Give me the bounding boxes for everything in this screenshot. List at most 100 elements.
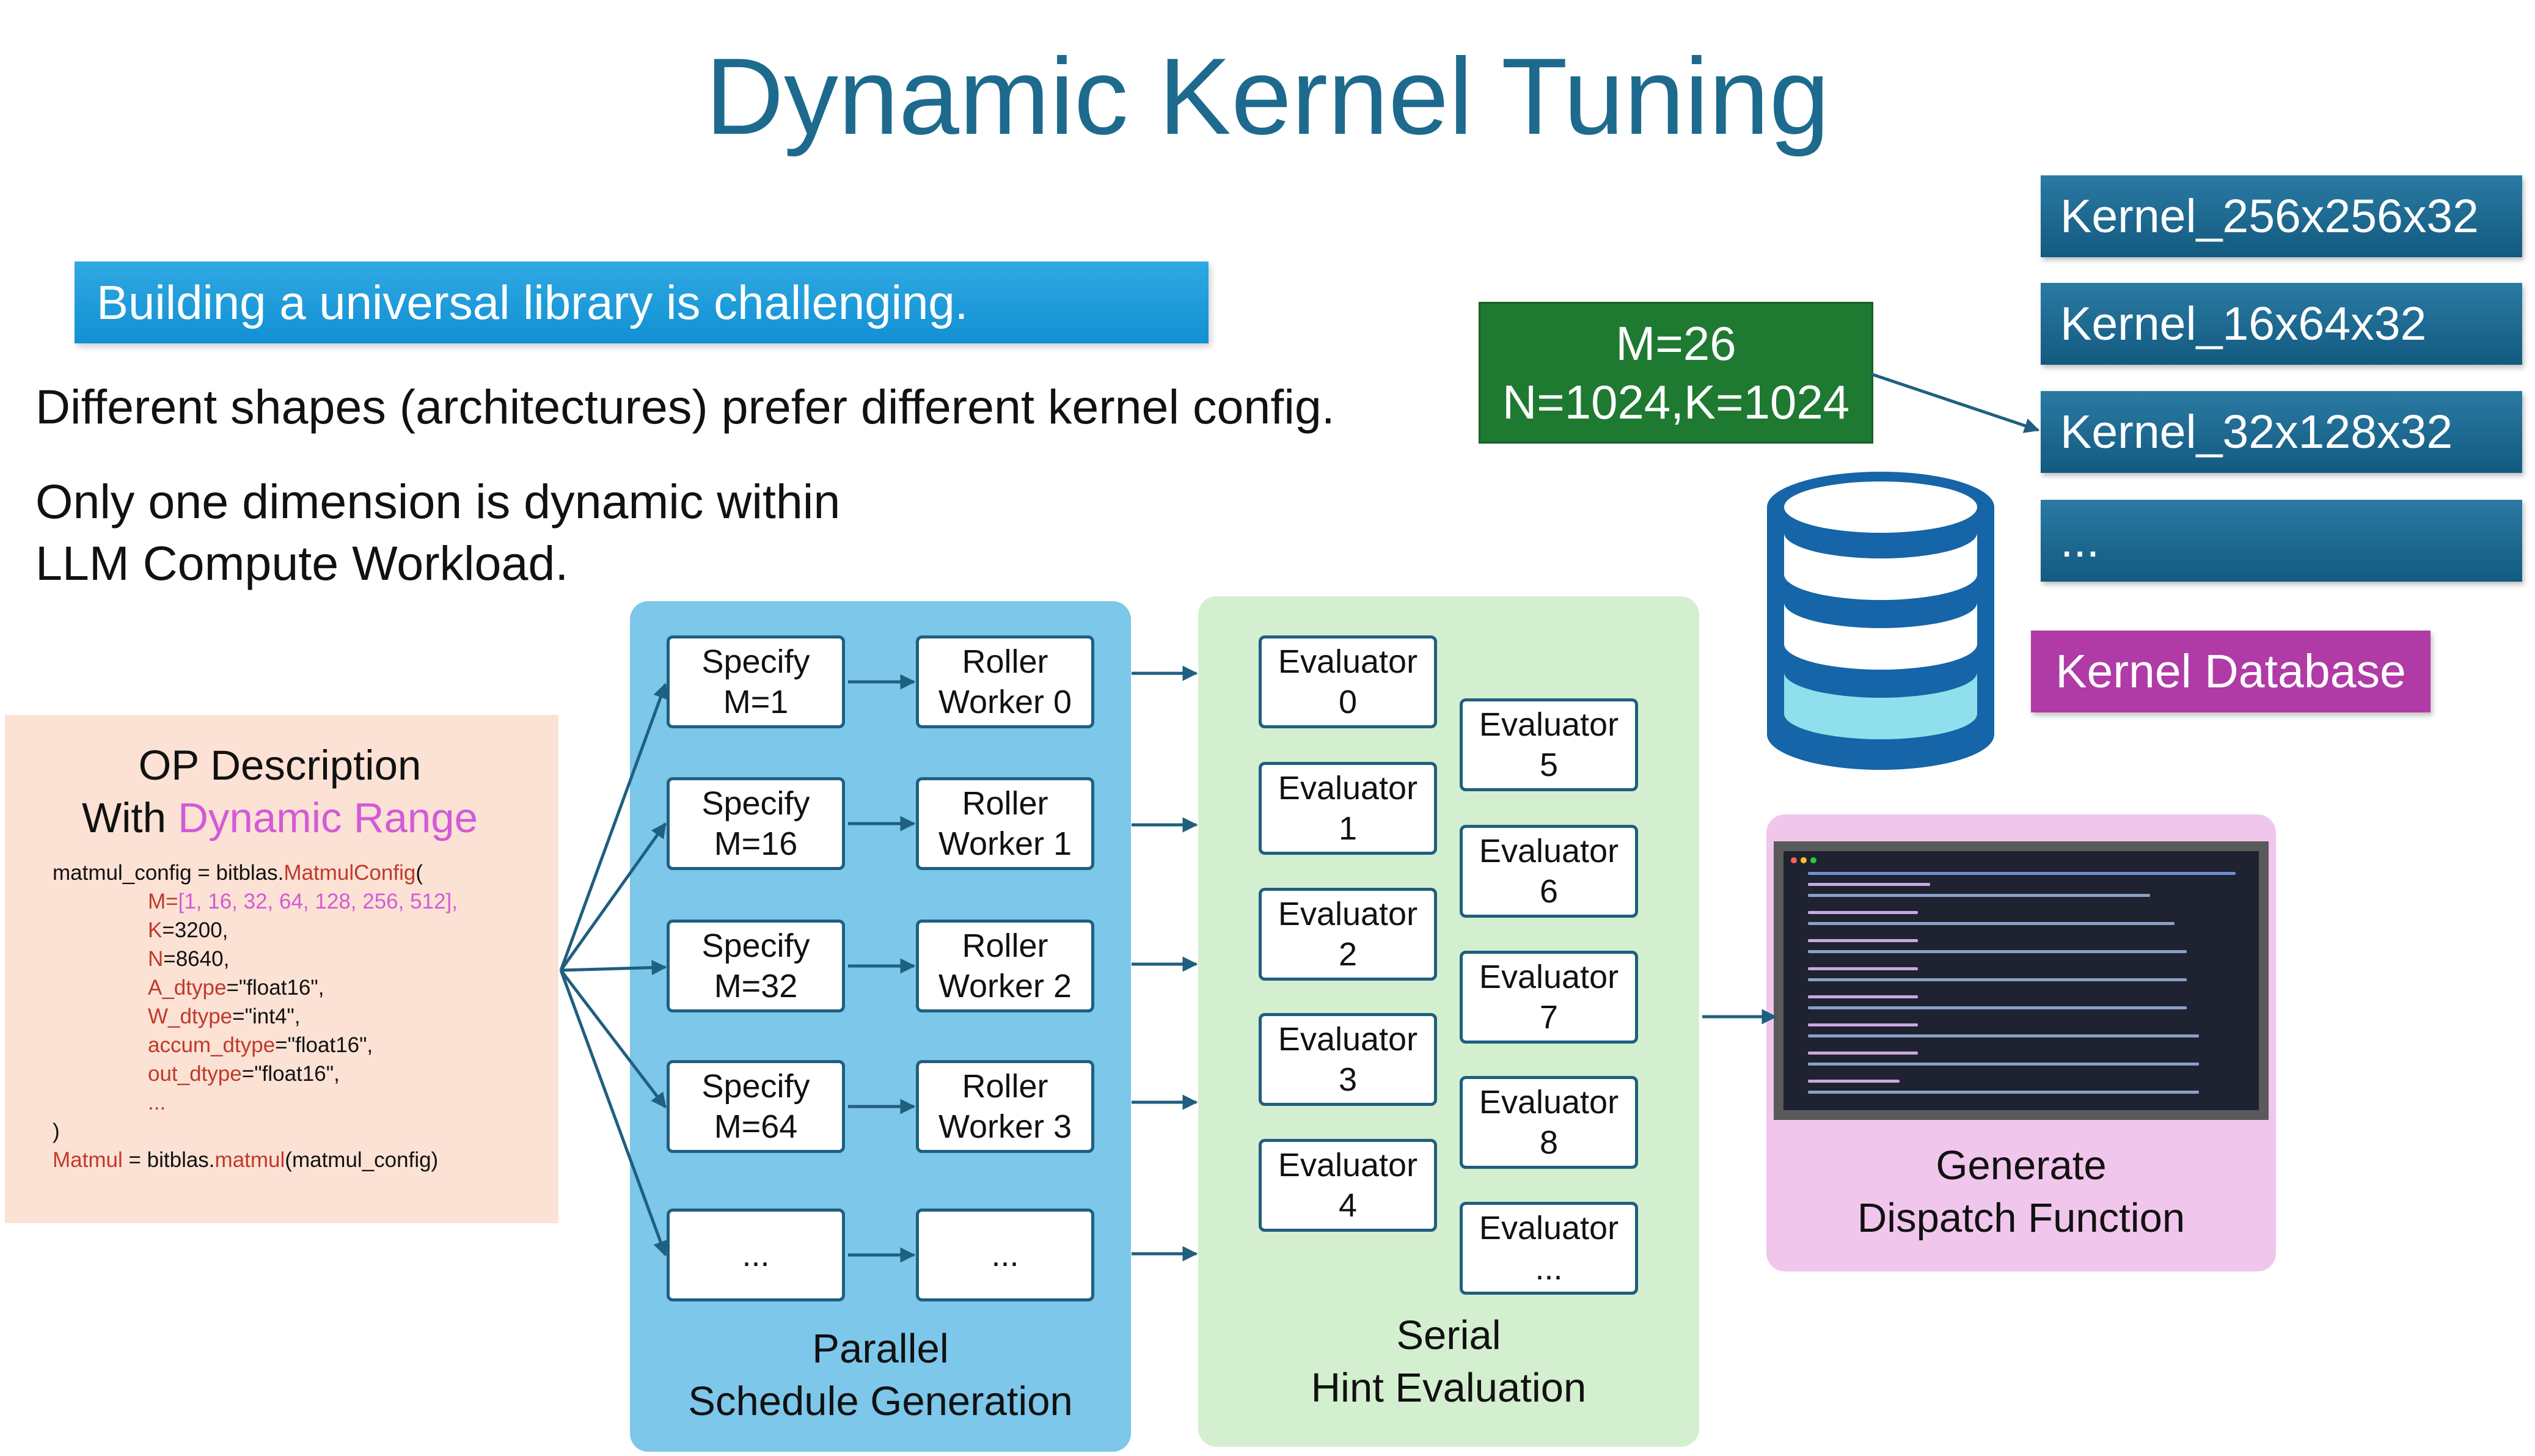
code-line-graphic	[1808, 911, 1918, 914]
code-snippet: matmul_config = bitblas.MatmulConfig( M=…	[53, 858, 458, 1174]
box-label: Roller	[962, 1068, 1048, 1105]
box-label: Specify	[701, 785, 810, 822]
code-line-graphic	[1808, 1006, 2187, 1009]
arrows	[559, 372, 2040, 1263]
evaluator-box: Evaluator...	[1460, 1202, 1638, 1295]
code-token: = bitblas.	[122, 1148, 215, 1172]
fan-arrow	[559, 682, 668, 971]
roller-worker-box: ...	[916, 1209, 1094, 1301]
dispatch-code-screenshot	[1774, 841, 2269, 1120]
code-line-graphic	[1808, 883, 1930, 886]
query-to-kernel-arrow	[1870, 372, 2040, 433]
code-line-graphic	[1808, 1023, 1918, 1026]
dynamic-range-highlight: Dynamic Range	[178, 794, 478, 842]
code-token: (	[415, 861, 423, 885]
op-title-prefix: With	[81, 794, 178, 842]
caption-line: Schedule Generation	[688, 1378, 1073, 1424]
fan-arrow	[560, 960, 667, 976]
dynamic-dimension-line-1: Only one dimension is dynamic within	[35, 474, 841, 529]
code-token: =8640,	[163, 947, 230, 971]
code-line: A_dtype="float16",	[53, 973, 458, 1002]
code-token: W_dtype	[148, 1004, 233, 1028]
caption-line: Parallel	[812, 1326, 949, 1372]
box-label: Specify	[701, 1068, 810, 1105]
box-label: Roller	[962, 643, 1048, 680]
box-label: Evaluator	[1479, 706, 1619, 743]
box-label: Evaluator	[1278, 770, 1418, 807]
code-line-graphic	[1808, 939, 1918, 942]
box-label: 5	[1539, 747, 1559, 783]
code-line-graphic	[1808, 872, 2236, 875]
code-line: )	[53, 1119, 60, 1143]
code-token: K	[148, 918, 163, 942]
page-title: Dynamic Kernel Tuning	[705, 35, 1830, 157]
parallel-schedule-panel	[630, 601, 1131, 1452]
box-label: 2	[1338, 936, 1358, 973]
generate-caption: Generate Dispatch Function	[1766, 1140, 2276, 1245]
box-label: 3	[1338, 1061, 1358, 1098]
dynamic-dimension-line-2: LLM Compute Workload.	[35, 536, 569, 591]
code-line-graphic	[1808, 1080, 1900, 1083]
code-token: (matmul_config)	[285, 1148, 439, 1172]
code-token: Matmul	[53, 1148, 123, 1172]
op-title-line-1: OP Description	[138, 742, 422, 789]
box-label: Evaluator	[1479, 833, 1619, 869]
box-label: Worker 3	[938, 1108, 1072, 1145]
code-token: out_dtype	[148, 1062, 242, 1086]
code-token: ="int4",	[232, 1004, 301, 1028]
code-token: [1, 16, 32, 64, 128, 256, 512],	[178, 890, 458, 913]
evaluator-box: Evaluator 7	[1460, 951, 1638, 1044]
window-minimize-dot	[1801, 857, 1807, 863]
code-line-graphic	[1808, 978, 2187, 981]
query-line: N=1024,K=1024	[1502, 375, 1850, 429]
code-line-graphic	[1808, 1063, 2199, 1066]
op-description-title: OP Description With Dynamic Range	[5, 739, 555, 845]
code-line: W_dtype="int4",	[53, 1002, 458, 1031]
code-line-graphic	[1808, 950, 2187, 953]
box-label: 7	[1539, 999, 1559, 1036]
kernel-entry: ...	[2041, 500, 2522, 582]
box-label: ...	[991, 1237, 1019, 1273]
box-label: 0	[1338, 684, 1358, 720]
code-token: N	[148, 947, 164, 971]
database-icon	[1767, 472, 1994, 770]
code-token: MatmulConfig	[283, 861, 416, 885]
box-label: Evaluator	[1278, 1021, 1418, 1058]
code-line-graphic	[1808, 1091, 2199, 1094]
fan-arrow	[559, 970, 668, 1257]
caption-line: Generate	[1936, 1143, 2107, 1188]
caption-line: Hint Evaluation	[1311, 1365, 1587, 1411]
box-label: M=32	[714, 968, 798, 1004]
box-label: Specify	[701, 927, 810, 964]
code-line-graphic	[1808, 1034, 2199, 1037]
code-token: matmul	[214, 1148, 285, 1172]
parallel-caption: Parallel Schedule Generation	[630, 1323, 1131, 1428]
box-label: 4	[1338, 1187, 1358, 1224]
caption-line: Serial	[1396, 1312, 1501, 1358]
code-line-graphic	[1808, 1052, 1918, 1055]
box-label: Worker 2	[938, 968, 1072, 1004]
specify-box: ...	[667, 1209, 845, 1301]
box-label: Evaluator	[1479, 959, 1619, 995]
code-token: accum_dtype	[148, 1033, 276, 1057]
code-line: ...	[148, 1091, 166, 1114]
box-label: 1	[1338, 810, 1358, 847]
code-line-graphic	[1808, 922, 2175, 925]
code-line-graphic	[1808, 894, 2150, 897]
box-label: Worker 1	[938, 825, 1072, 862]
code-token: M=	[148, 890, 178, 913]
box-label: 8	[1539, 1124, 1559, 1161]
code-token: ="float16",	[275, 1033, 373, 1057]
code-line: out_dtype="float16",	[53, 1059, 458, 1088]
box-label: Worker 0	[938, 684, 1072, 720]
